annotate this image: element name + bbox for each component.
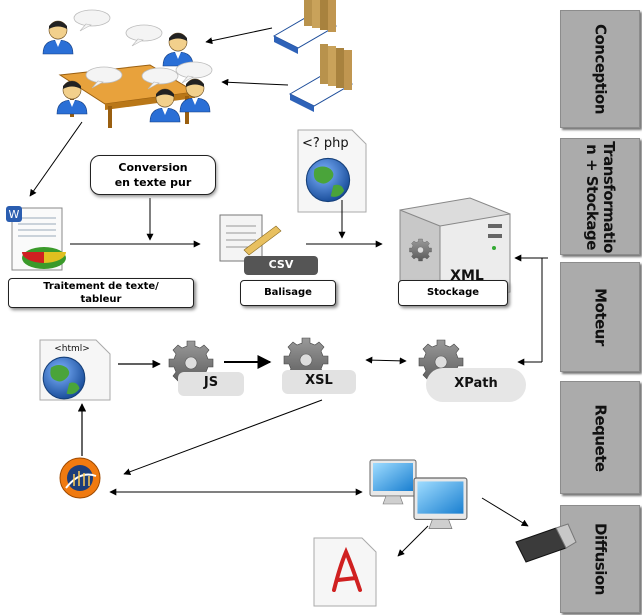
pdf-icon [313, 537, 377, 607]
computer-icon [369, 459, 468, 530]
html-globe-icon [39, 339, 111, 401]
notepad-icon [219, 214, 282, 262]
js-tag [178, 372, 244, 396]
pie-chart-icon [22, 247, 66, 269]
document-stack-icon [273, 0, 353, 113]
html-label: <html> [54, 344, 90, 354]
traitement-label: Traitement de texte/ tableur [8, 278, 194, 308]
php-globe-icon [297, 129, 367, 213]
browser-icon [59, 457, 101, 499]
balisage-label: Balisage [240, 280, 336, 306]
js-label: JS [203, 375, 219, 390]
phase-diffusion: Diffusion [560, 505, 640, 613]
csv-tag [244, 256, 318, 275]
phase-transformation: Transformatio n + Stockage [560, 138, 640, 255]
phase-moteur: Moteur [560, 262, 640, 372]
xsl-tag [282, 370, 356, 394]
phase-requete: Requete [560, 381, 640, 494]
phase-conception: Conception [560, 10, 640, 128]
php-label: <? php [302, 136, 349, 151]
conversion-callout: Conversion en texte pur [90, 155, 216, 195]
csv-label: CSV [268, 258, 294, 271]
usb-drive-icon [515, 523, 577, 563]
svg-text:W: W [9, 208, 20, 221]
xsl-label: XSL [305, 373, 333, 388]
speech-bubble-icon [73, 9, 213, 90]
stockage-label: Stockage [398, 280, 508, 306]
xpath-label: XPath [454, 376, 498, 391]
xml-label: XML [450, 268, 484, 284]
xpath-tag [426, 368, 526, 402]
